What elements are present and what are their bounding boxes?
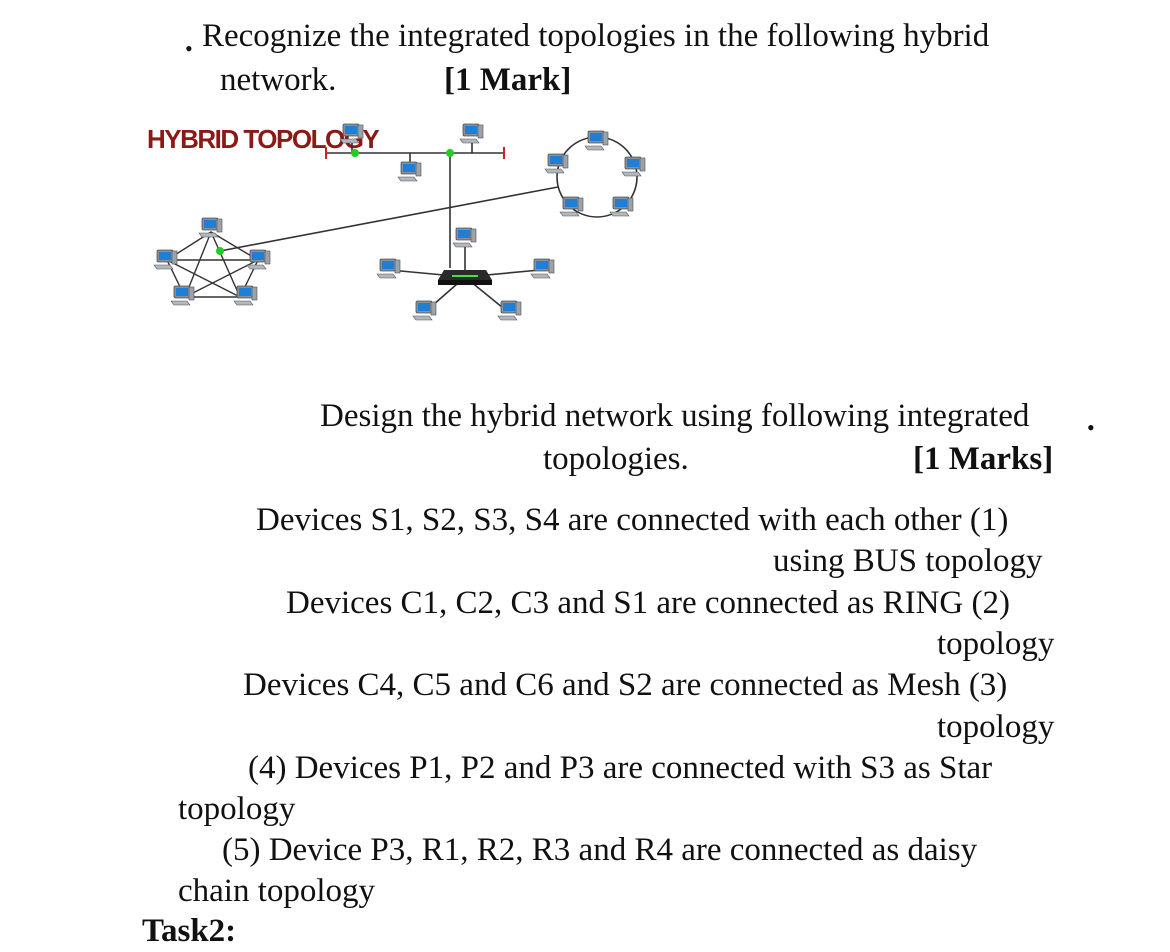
switch-icon bbox=[438, 270, 492, 285]
computer-icon bbox=[170, 285, 195, 306]
computer-icon bbox=[397, 161, 422, 182]
computer-icon bbox=[497, 300, 522, 321]
item-2-line-2: topology bbox=[937, 626, 1055, 662]
computer-icon bbox=[246, 249, 271, 270]
computer-icon bbox=[153, 249, 178, 270]
computer-icon bbox=[198, 217, 223, 238]
computer-icon bbox=[621, 156, 646, 177]
computer-icon bbox=[233, 285, 258, 306]
item-4-line-1: (4) Devices P1, P2 and P3 are connected … bbox=[248, 750, 993, 786]
bullet-point: • bbox=[1087, 415, 1095, 440]
item-4-line-2: topology bbox=[178, 791, 296, 827]
item-3-line-1: Devices C4, C5 and C6 and S2 are connect… bbox=[243, 667, 1008, 703]
question-1-text-line-1: Recognize the integrated topologies in t… bbox=[202, 18, 990, 54]
computer-icon bbox=[459, 123, 484, 144]
item-1-line-2: using BUS topology bbox=[773, 543, 1043, 579]
task-2-heading: Task2: bbox=[142, 913, 237, 949]
question-2-text-line-1: Design the hybrid network using followin… bbox=[320, 398, 1030, 434]
computer-icon bbox=[584, 130, 609, 151]
bus-topology bbox=[325, 140, 505, 268]
bullet-point: • bbox=[185, 36, 193, 61]
item-1-line-1: Devices S1, S2, S3, S4 are connected wit… bbox=[256, 502, 1009, 538]
bus-node-dot bbox=[351, 149, 359, 157]
bus-node-dot bbox=[446, 149, 454, 157]
computer-icon bbox=[530, 258, 555, 279]
question-2-mark: [1 Marks] bbox=[913, 441, 1054, 477]
computer-icon bbox=[412, 300, 437, 321]
computer-icon bbox=[452, 227, 477, 248]
item-5-line-1: (5) Device P3, R1, R2, R3 and R4 are con… bbox=[222, 832, 978, 868]
computer-icon bbox=[544, 153, 569, 174]
item-2-line-1: Devices C1, C2, C3 and S1 are connected … bbox=[286, 585, 1010, 621]
hybrid-topology-diagram: HYBRID TOPOLOGY bbox=[147, 123, 646, 321]
question-2-text-line-2: topologies. bbox=[543, 441, 689, 477]
computer-icon bbox=[376, 258, 401, 279]
question-1-text-line-2: network. bbox=[220, 62, 337, 98]
question-1-mark: [1 Mark] bbox=[444, 62, 572, 98]
link-mesh-to-ring bbox=[219, 186, 559, 252]
computer-icon bbox=[609, 196, 634, 217]
item-5-line-2: chain topology bbox=[178, 873, 376, 909]
mesh-node-dot bbox=[216, 247, 224, 255]
item-3-line-2: topology bbox=[937, 709, 1055, 745]
